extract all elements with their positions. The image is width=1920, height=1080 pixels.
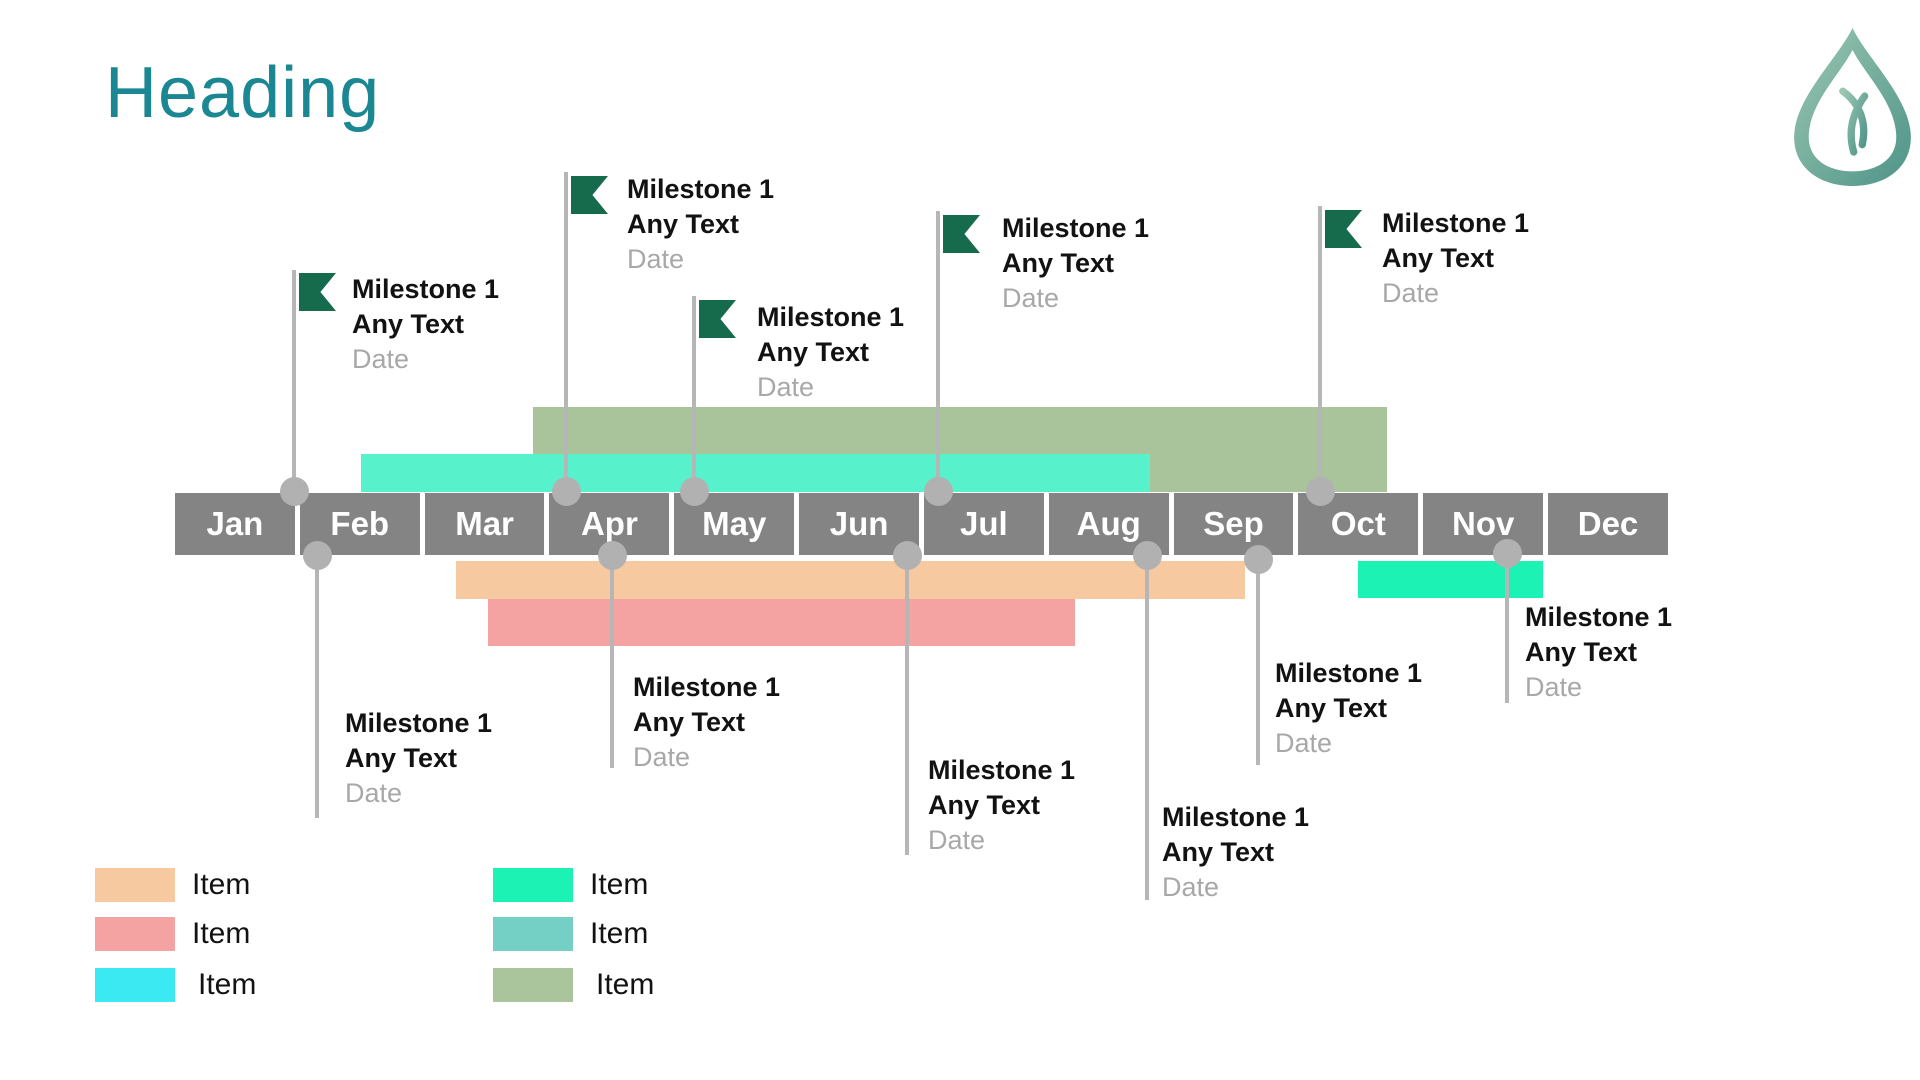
mint-bar-above: [361, 454, 1150, 492]
flag-icon: [1325, 210, 1362, 248]
milestone-dot: [280, 477, 309, 506]
milestone-label: Milestone 1 Any Text Date: [757, 302, 905, 402]
milestone-dot: [303, 541, 332, 570]
legend-label: Item: [192, 917, 251, 950]
legend-swatch-pink: [95, 917, 175, 951]
legend-swatch-orange: [95, 868, 175, 902]
legend-label: Item: [590, 868, 649, 901]
month-cell-apr: Apr: [549, 493, 670, 555]
milestone-line: [610, 555, 614, 768]
month-cell-mar: Mar: [424, 493, 545, 555]
month-cell-nov: Nov: [1423, 493, 1544, 555]
legend-row: Item: [493, 868, 648, 902]
legend-row: Item: [95, 917, 250, 951]
milestone-dot: [1244, 545, 1273, 574]
legend-label: Item: [596, 968, 655, 1001]
milestone-line: [936, 211, 940, 491]
legend-label: Item: [192, 868, 251, 901]
month-cell-dec: Dec: [1548, 493, 1668, 555]
milestone-label: Milestone 1 Any Text Date: [1162, 802, 1310, 902]
milestone-line: [1256, 555, 1260, 765]
milestone-dot: [1306, 477, 1335, 506]
legend-row: Item: [95, 868, 250, 902]
milestone-label: Milestone 1 Any Text Date: [1002, 213, 1150, 313]
milestone-dot: [598, 541, 627, 570]
month-timeline: Jan Feb Mar Apr May Jun Jul Aug Sep Oct …: [175, 493, 1668, 555]
milestone-dot: [1133, 541, 1162, 570]
legend-label: Item: [590, 917, 649, 950]
milestone-line: [315, 555, 319, 818]
legend-swatch-sage: [493, 968, 573, 1002]
legend-swatch-mint: [493, 868, 573, 902]
mint-bar-below: [1358, 561, 1543, 598]
milestone-label: Milestone 1 Any Text Date: [928, 755, 1076, 855]
page-title: Heading: [105, 53, 381, 133]
legend-row: Item: [95, 968, 256, 1002]
month-cell-sep: Sep: [1173, 493, 1294, 555]
month-cell-aug: Aug: [1048, 493, 1169, 555]
legend-swatch-teal: [493, 917, 573, 951]
milestone-dot: [1493, 539, 1522, 568]
milestone-line: [1145, 555, 1149, 900]
milestone-dot: [893, 541, 922, 570]
milestone-label: Milestone 1 Any Text Date: [627, 174, 775, 274]
legend-swatch-cyan: [95, 968, 175, 1002]
milestone-label: Milestone 1 Any Text Date: [352, 274, 500, 374]
month-cell-jan: Jan: [175, 493, 295, 555]
drop-leaf-logo: [1794, 28, 1911, 186]
legend-row: Item: [493, 968, 654, 1002]
legend-label: Item: [198, 968, 257, 1001]
milestone-label: Milestone 1 Any Text Date: [345, 708, 493, 808]
legend-row: Item: [493, 917, 648, 951]
milestone-line: [905, 555, 909, 855]
flag-icon: [299, 273, 336, 311]
milestone-line: [692, 296, 696, 491]
milestone-dot: [552, 477, 581, 506]
milestone-label: Milestone 1 Any Text Date: [1525, 602, 1673, 702]
milestone-label: Milestone 1 Any Text Date: [633, 672, 781, 772]
milestone-line: [1318, 206, 1322, 491]
milestone-line: [1505, 555, 1509, 703]
milestone-label: Milestone 1 Any Text Date: [1275, 658, 1423, 758]
milestone-dot: [924, 477, 953, 506]
milestone-label: Milestone 1 Any Text Date: [1382, 208, 1530, 308]
month-cell-may: May: [674, 493, 795, 555]
flag-icon: [571, 176, 608, 214]
flag-icon: [943, 215, 980, 253]
milestone-line: [292, 270, 296, 491]
flag-icon: [699, 300, 736, 338]
pink-bar: [488, 599, 1075, 646]
orange-bar: [456, 561, 1245, 599]
milestone-line: [564, 172, 568, 491]
milestone-dot: [680, 477, 709, 506]
